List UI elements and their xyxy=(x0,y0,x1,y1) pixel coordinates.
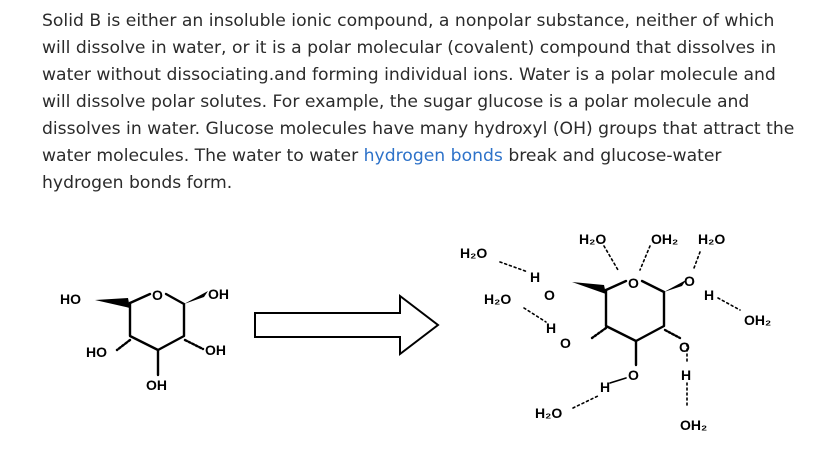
right-o-label-2: O xyxy=(560,335,571,351)
right-o-label-4: O xyxy=(679,339,690,355)
water-top-1: H₂O xyxy=(579,231,606,247)
hydrated-glucose xyxy=(499,245,741,409)
paragraph-text-part1: Solid B is either an insoluble ionic com… xyxy=(42,11,795,166)
right-o-label-3: O xyxy=(684,273,695,289)
right-o-label-5: O xyxy=(628,367,639,383)
left-ho-bottom-left: HO xyxy=(86,344,107,360)
water-left-2: H₂O xyxy=(484,291,511,307)
right-ring-oxygen: O xyxy=(628,275,639,291)
left-oh-bottom-right: OH xyxy=(205,342,226,358)
right-h-label-5: H xyxy=(600,379,610,395)
water-top-2: OH₂ xyxy=(651,231,678,247)
right-h-label-3: H xyxy=(704,287,714,303)
hydrogen-bonds-link[interactable]: hydrogen bonds xyxy=(363,146,503,166)
right-h-label-2: H xyxy=(546,320,556,336)
description-paragraph: Solid B is either an insoluble ionic com… xyxy=(42,8,802,197)
right-h-label-1: H xyxy=(530,269,540,285)
right-h-label-4: H xyxy=(681,367,691,383)
left-oh-bottom: OH xyxy=(146,377,167,393)
reaction-arrow-icon xyxy=(254,293,440,357)
water-right: OH₂ xyxy=(744,312,771,328)
right-o-label-1: O xyxy=(544,287,555,303)
water-bottom-left: H₂O xyxy=(535,405,562,421)
water-bottom-right: OH₂ xyxy=(680,417,707,433)
glucose-molecule xyxy=(95,291,208,377)
water-top-3: H₂O xyxy=(698,231,725,247)
water-left-1: H₂O xyxy=(460,245,487,261)
left-ring-oxygen: O xyxy=(152,287,163,303)
left-oh-top-right: OH xyxy=(208,286,229,302)
paragraph-text-part2: break and glucose-water hydrogen bonds f… xyxy=(42,146,722,193)
left-ho-label: HO xyxy=(60,291,81,307)
